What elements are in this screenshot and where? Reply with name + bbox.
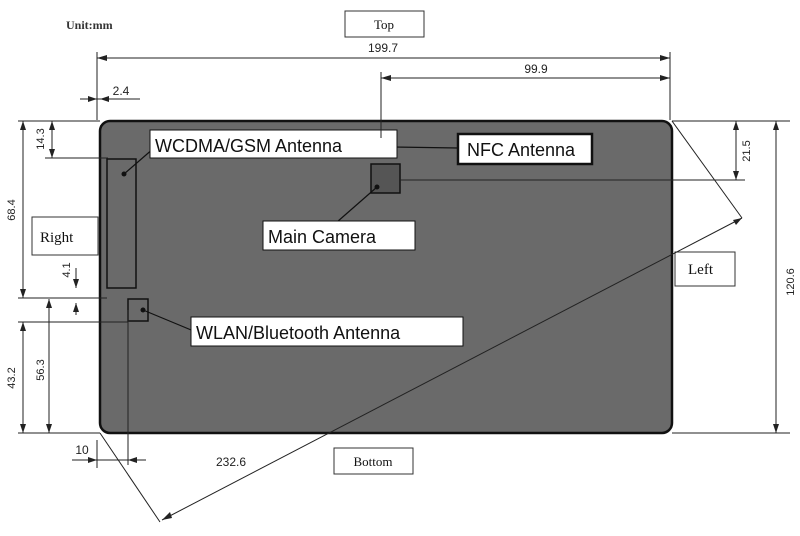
right-label: Right: [40, 230, 74, 246]
unit-label: Unit:mm: [66, 18, 113, 32]
dim-top-offset: 14.3: [35, 128, 47, 149]
dim-overall-width: 199.7: [368, 41, 398, 55]
nfc-label-box: [456, 132, 594, 166]
bottom-label: Bottom: [353, 454, 392, 469]
wcdma-leader: [123, 147, 155, 175]
camera-leader: [336, 186, 378, 223]
dim-antenna-length: 68.4: [6, 199, 18, 220]
wcdma-label-box: [149, 129, 398, 159]
left-label-box: [674, 251, 736, 287]
wlan-leader: [142, 309, 197, 333]
top-label-box: [344, 10, 425, 38]
device-body: [98, 119, 674, 435]
dimension-lines: [18, 52, 790, 523]
top-label: Top: [374, 17, 394, 32]
wlan-label: WLAN/Bluetooth Antenna: [196, 323, 401, 343]
dim-left-offset: 2.4: [113, 84, 130, 98]
dim-wlan-from-bottom: 56.3: [35, 359, 47, 380]
dim-gap: 4.1: [61, 262, 73, 277]
dim-diagonal: 232.6: [216, 455, 246, 469]
wcdma-label: WCDMA/GSM Antenna: [155, 136, 343, 156]
bottom-label-box: [333, 447, 414, 475]
camera-label: Main Camera: [268, 227, 377, 247]
wlan-label-box: [190, 316, 464, 347]
right-label-box: [31, 216, 99, 256]
dim-nfc-from-top: 21.5: [741, 140, 753, 161]
dim-overall-height: 120.6: [785, 268, 797, 296]
dimension-texts: 199.7 99.9 2.4 14.3 68.4 4.1 56.3 43.2 1…: [6, 41, 797, 469]
left-label: Left: [688, 262, 714, 278]
nfc-leader: [392, 146, 459, 149]
dim-bottom-left: 10: [75, 443, 89, 457]
dim-camera-offset: 99.9: [524, 62, 548, 76]
wcdma-gsm-antenna-area: [106, 158, 137, 289]
arrowheads: [20, 55, 779, 520]
dim-bottom-offset: 43.2: [6, 367, 18, 388]
nfc-label: NFC Antenna: [467, 140, 576, 160]
camera-label-box: [262, 220, 416, 251]
